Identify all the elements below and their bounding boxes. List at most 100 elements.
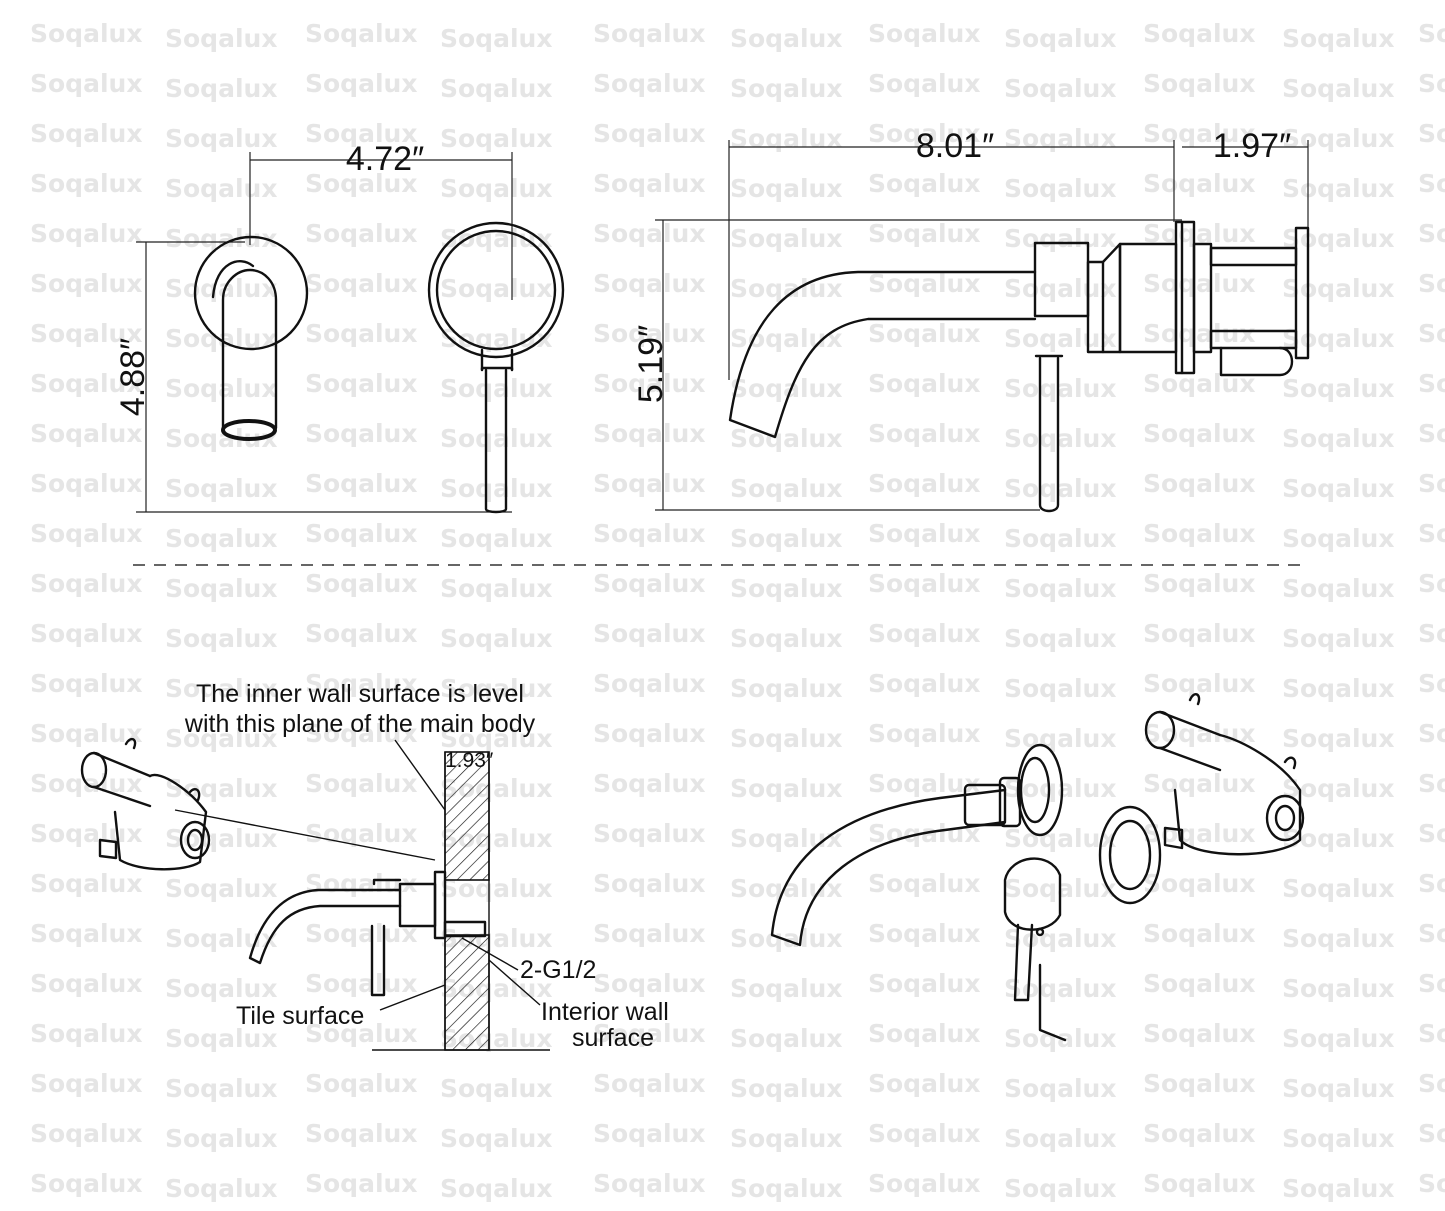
watermark-text: Soqalux [440, 1074, 552, 1103]
watermark-text: Soqalux [1004, 174, 1116, 203]
watermark-text: Soqalux [1282, 1074, 1394, 1103]
watermark-text: Soqalux [1143, 719, 1255, 748]
section-port [443, 920, 487, 938]
watermark-text: Soqalux [1418, 769, 1445, 798]
spout-side [728, 270, 1037, 439]
side-length-label: 8.01″ [916, 127, 994, 165]
watermark-text: Soqalux [1282, 574, 1394, 603]
watermark-text: Soqalux [1143, 569, 1255, 598]
exploded-set-screw [1035, 927, 1045, 937]
watermark-text: Soqalux [593, 969, 705, 998]
watermark-text: Soqalux [868, 419, 980, 448]
watermark-text: Soqalux [305, 719, 417, 748]
watermark-text: Soqalux [868, 119, 980, 148]
watermark-text: Soqalux [868, 69, 980, 98]
watermark-text: Soqalux [1282, 924, 1394, 953]
watermark-text: Soqalux [30, 169, 142, 198]
watermark-text: Soqalux [1282, 624, 1394, 653]
watermark-text: Soqalux [1143, 1169, 1255, 1198]
watermark-text: Soqalux [1143, 419, 1255, 448]
exploded-spout-nut [998, 776, 1022, 828]
watermark-text: Soqalux [30, 919, 142, 948]
exploded-handle-lever [1013, 923, 1034, 1002]
watermark-text: Soqalux [593, 69, 705, 98]
watermark-text: Soqalux [30, 369, 142, 398]
watermark-text: Soqalux [868, 1069, 980, 1098]
handle-lever-side [1038, 356, 1060, 513]
watermark-text: Soqalux [165, 24, 277, 53]
spout-front [221, 268, 278, 430]
watermark-text: Soqalux [593, 819, 705, 848]
watermark-text: Soqalux [1143, 319, 1255, 348]
watermark-text: Soqalux [165, 374, 277, 403]
watermark-text: Soqalux [593, 119, 705, 148]
watermark-text: Soqalux [593, 469, 705, 498]
wall-thickness-label: 1.93″ [445, 749, 494, 772]
watermark-text: Soqalux [868, 769, 980, 798]
watermark-text: Soqalux [593, 919, 705, 948]
watermark-text: Soqalux [305, 169, 417, 198]
thread-label: 2-G1/2 [520, 956, 596, 984]
watermark-text: Soqalux [30, 69, 142, 98]
watermark-text: Soqalux [1418, 919, 1445, 948]
watermark-text: Soqalux [440, 224, 552, 253]
watermark-text: Soqalux [1418, 269, 1445, 298]
rough-in-end-plate [1294, 226, 1310, 360]
exploded-handle-body [1003, 857, 1062, 931]
watermark-text: Soqalux [305, 1019, 417, 1048]
watermark-text: Soqalux [305, 1119, 417, 1148]
watermark-text: Soqalux [1418, 869, 1445, 898]
watermark-text: Soqalux [593, 1069, 705, 1098]
handle-neck-cap [480, 366, 514, 372]
iso-valve-body-right [1173, 733, 1302, 856]
watermark-text: Soqalux [1143, 619, 1255, 648]
watermark-text: Soqalux [165, 1124, 277, 1153]
section-handle [370, 924, 386, 997]
watermark-text: Soqalux [868, 719, 980, 748]
watermark-text: Soqalux [730, 74, 842, 103]
outlet-port-inner [186, 828, 204, 852]
watermark-text: Soqalux [1004, 24, 1116, 53]
thread-leader [461, 937, 519, 971]
watermark-text: Soqalux [593, 619, 705, 648]
watermark-text: Soqalux [1143, 269, 1255, 298]
watermark-text: Soqalux [593, 1169, 705, 1198]
watermark-text: Soqalux [1143, 69, 1255, 98]
wall-section-upper [444, 751, 490, 881]
watermark-text: Soqalux [30, 569, 142, 598]
watermark-text: Soqalux [1143, 469, 1255, 498]
watermark-text: Soqalux [730, 774, 842, 803]
watermark-text: Soqalux [305, 619, 417, 648]
watermark-text: Soqalux [1004, 1074, 1116, 1103]
watermark-text: Soqalux [165, 624, 277, 653]
watermark-text: Soqalux [305, 519, 417, 548]
watermark-text: Soqalux [440, 24, 552, 53]
watermark-text: Soqalux [1143, 819, 1255, 848]
watermark-text: Soqalux [868, 569, 980, 598]
watermark-text: Soqalux [1282, 874, 1394, 903]
section-flange [433, 870, 447, 940]
valve-body-iso [113, 773, 208, 871]
watermark-text: Soqalux [1282, 1174, 1394, 1203]
watermark-text: Soqalux [1004, 824, 1116, 853]
side-view: 8.01″ 1.97″ 5.19″ [632, 127, 1310, 513]
stem [98, 838, 118, 860]
watermark-text: Soqalux [730, 874, 842, 903]
watermark-text: Soqalux [30, 19, 142, 48]
interior-wall-label-line1: Interior wall [541, 998, 669, 1026]
watermark-text: Soqalux [730, 1124, 842, 1153]
watermark-text: Soqalux [165, 74, 277, 103]
watermark-text: Soqalux [868, 669, 980, 698]
watermark-text: Soqalux [1418, 669, 1445, 698]
watermark-text: Soqalux [1282, 324, 1394, 353]
watermark-text: Soqalux [305, 1069, 417, 1098]
iso-tab-b [1283, 756, 1297, 770]
watermark-text: Soqalux [1418, 419, 1445, 448]
watermark-text: Soqalux [730, 1174, 842, 1203]
watermark-text: Soqalux [730, 124, 842, 153]
watermark-text: Soqalux [593, 319, 705, 348]
watermark-text: Soqalux [1282, 1124, 1394, 1153]
iso-stem-right [1163, 826, 1184, 850]
watermark-text: Soqalux [1282, 274, 1394, 303]
